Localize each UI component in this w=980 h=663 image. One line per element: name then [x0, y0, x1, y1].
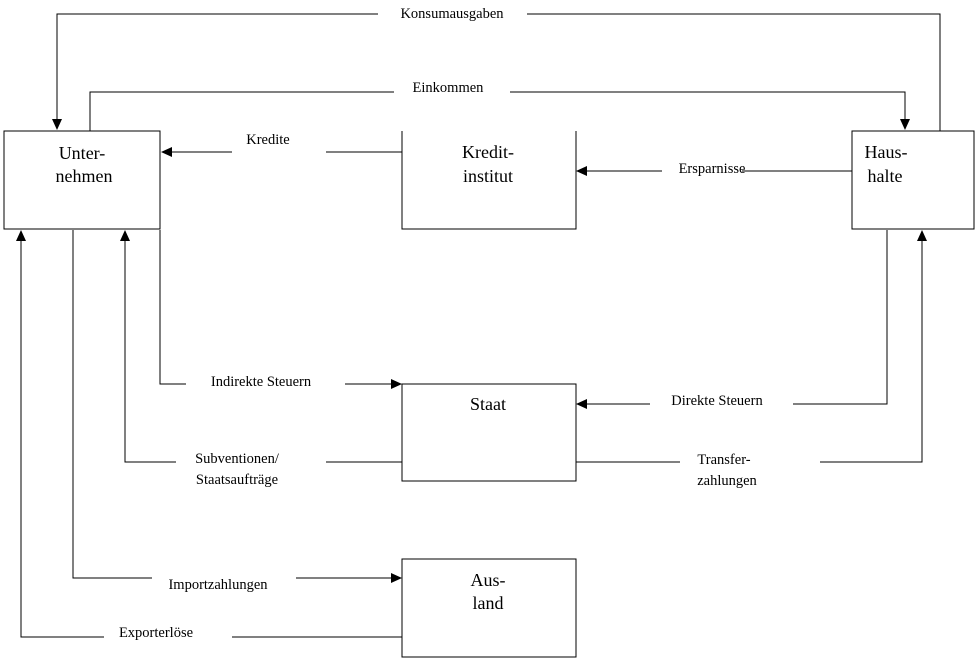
haushalte-label-line1: Haus- — [865, 142, 908, 162]
arrowhead-down-icon — [900, 119, 910, 130]
arrowhead-left-icon — [576, 399, 587, 409]
arrowhead-right-icon — [391, 379, 402, 389]
arrowhead-up-icon — [120, 230, 130, 241]
flow-subventionen: Subventionen/ Staatsaufträge — [120, 230, 402, 488]
staat-label: Staat — [470, 394, 506, 414]
importzahlungen-label: Importzahlungen — [168, 577, 268, 593]
flow-ersparnisse: Ersparnisse — [576, 161, 852, 177]
arrowhead-up-icon — [16, 230, 26, 241]
flow-transferzahlungen: Transfer- zahlungen — [576, 230, 927, 489]
indirekte-steuern-label: Indirekte Steuern — [211, 374, 312, 390]
flow-direkte-steuern: Direkte Steuern — [576, 230, 888, 409]
ersparnisse-label: Ersparnisse — [679, 161, 746, 177]
node-kreditinstitut: Kredit- institut — [401, 131, 577, 230]
arrowhead-left-icon — [161, 147, 172, 157]
flow-konsumausgaben: Konsumausgaben — [52, 6, 941, 131]
direkte-steuern-label: Direkte Steuern — [671, 393, 763, 409]
arrowhead-left-icon — [576, 166, 587, 176]
transferzahlungen-label-line1: Transfer- — [697, 452, 750, 468]
arrowhead-down-icon — [52, 119, 62, 130]
flow-indirekte-steuern: Indirekte Steuern — [159, 230, 402, 390]
subventionen-label-line2: Staatsaufträge — [196, 472, 278, 488]
ausland-label-line2: land — [473, 593, 504, 613]
exporterloese-label: Exporterlöse — [119, 625, 193, 641]
kreditinstitut-label-line1: Kredit- — [462, 142, 514, 162]
node-unternehmen: Unter- nehmen — [3, 130, 161, 230]
node-haushalte: Haus- halte — [851, 130, 975, 230]
unternehmen-label-line1: Unter- — [59, 143, 106, 163]
flow-importzahlungen: Importzahlungen — [72, 230, 402, 593]
flow-einkommen: Einkommen — [89, 80, 910, 131]
transferzahlungen-label-line2: zahlungen — [697, 473, 757, 489]
einkommen-label: Einkommen — [413, 80, 485, 96]
node-ausland: Aus- land — [401, 558, 577, 658]
arrowhead-up-icon — [917, 230, 927, 241]
subventionen-label-line1: Subventionen/ — [195, 451, 280, 467]
flow-exporterloese: Exporterlöse — [16, 230, 402, 641]
haushalte-label-line2: halte — [868, 166, 903, 186]
kreditinstitut-label-line2: institut — [463, 166, 513, 186]
arrowhead-right-icon — [391, 573, 402, 583]
node-staat: Staat — [401, 383, 577, 482]
konsumausgaben-label: Konsumausgaben — [400, 6, 504, 22]
unternehmen-label-line2: nehmen — [56, 166, 113, 186]
ausland-label-line1: Aus- — [471, 570, 506, 590]
kredite-label: Kredite — [246, 132, 289, 148]
flow-kredite: Kredite — [161, 132, 402, 157]
